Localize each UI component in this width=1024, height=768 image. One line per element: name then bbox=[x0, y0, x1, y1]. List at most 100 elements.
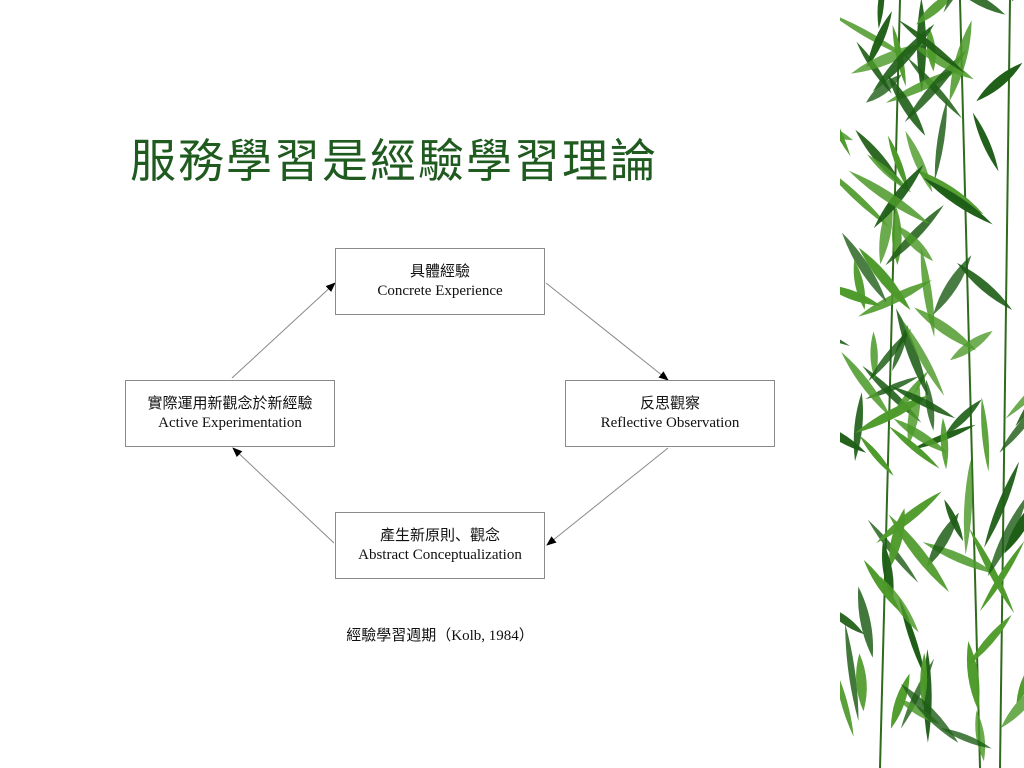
bamboo-leaf bbox=[880, 576, 919, 633]
bamboo-leaf bbox=[840, 605, 865, 635]
bamboo-leaf bbox=[858, 280, 933, 317]
bamboo-leaf bbox=[976, 62, 1023, 102]
bamboo-leaf bbox=[901, 683, 959, 743]
bamboo-leaf bbox=[841, 351, 891, 418]
bamboo-leaf bbox=[957, 262, 1013, 310]
bamboo-leaf bbox=[967, 614, 1012, 667]
bamboo-leaf bbox=[858, 247, 911, 311]
arrow-top-to-right bbox=[545, 282, 669, 381]
bamboo-leaf bbox=[975, 710, 986, 762]
node-zh-label: 實際運用新觀念於新經驗 bbox=[147, 395, 313, 412]
bamboo-leaf bbox=[984, 461, 1020, 548]
node-zh-label: 產生新原則、觀念 bbox=[379, 527, 500, 544]
bamboo-leaf bbox=[912, 45, 974, 80]
node-en-label: Reflective Observation bbox=[600, 414, 740, 431]
bamboo-leaf bbox=[840, 167, 890, 228]
arrow-right-to-bottom bbox=[546, 447, 669, 546]
bamboo-leaf bbox=[857, 586, 874, 658]
bamboo-leaf bbox=[981, 397, 990, 472]
bamboo-leaf bbox=[949, 20, 972, 102]
bamboo-leaf bbox=[867, 154, 912, 193]
node-en-label: Active Experimentation bbox=[158, 414, 302, 431]
node-zh-label: 具體經驗 bbox=[409, 263, 470, 280]
bamboo-leaf bbox=[1005, 349, 1024, 419]
bamboo-leaf bbox=[840, 284, 881, 306]
bamboo-leaf bbox=[840, 13, 912, 60]
bamboo-leaf bbox=[887, 135, 909, 191]
bamboo-leaf bbox=[896, 308, 929, 397]
bamboo-leaf bbox=[920, 246, 935, 337]
bamboo-leaf bbox=[933, 255, 972, 315]
node-abstract-conceptualization: 產生新原則、觀念 Abstract Conceptualization bbox=[335, 512, 545, 579]
bamboo-leaf bbox=[870, 331, 878, 380]
diagram-caption: 經驗學習週期（Kolb, 1984） bbox=[346, 628, 534, 644]
bamboo-leaf bbox=[972, 112, 999, 172]
bamboo-leaf bbox=[840, 666, 854, 737]
bamboo-leaf bbox=[873, 164, 924, 229]
bamboo-leaf bbox=[1015, 360, 1024, 427]
bamboo-leaf bbox=[944, 399, 982, 436]
bamboo-leaf bbox=[888, 514, 950, 593]
bamboo-stem bbox=[879, 0, 901, 768]
bamboo-leaf bbox=[898, 19, 965, 74]
bamboo-stem bbox=[959, 0, 981, 768]
bamboo-leaf bbox=[891, 386, 956, 419]
bamboo-leaf bbox=[877, 0, 885, 29]
node-en-label: Abstract Conceptualization bbox=[358, 546, 522, 563]
bamboo-leaf bbox=[987, 494, 1024, 577]
bamboo-leaf bbox=[859, 435, 894, 476]
bamboo-leaf bbox=[887, 75, 926, 136]
bamboo-leaf bbox=[840, 311, 850, 346]
bamboo-stem bbox=[999, 0, 1011, 768]
bamboo-leaf bbox=[1004, 496, 1024, 554]
bamboo-leaf bbox=[914, 307, 977, 351]
bamboo-leaf bbox=[979, 541, 1024, 612]
node-reflective-observation: 反思觀察 Reflective Observation bbox=[565, 380, 775, 447]
bamboo-leaf bbox=[885, 205, 944, 266]
bamboo-leaf bbox=[890, 673, 910, 729]
bamboo-leaf bbox=[934, 99, 947, 181]
bamboo-leaf bbox=[896, 225, 933, 262]
bamboo-leaf bbox=[872, 24, 935, 92]
bamboo-leaf bbox=[923, 177, 993, 225]
slide-title: 服務學習是經驗學習理論 bbox=[130, 134, 658, 188]
arrow-bottom-to-left bbox=[232, 447, 335, 544]
bamboo-leaf bbox=[856, 653, 867, 712]
bamboo-leaf bbox=[902, 319, 945, 396]
bamboo-leaf bbox=[885, 67, 963, 103]
bamboo-leaf bbox=[1011, 0, 1024, 2]
bamboo-leaf bbox=[876, 491, 942, 543]
bamboo-leaf bbox=[950, 0, 1006, 15]
bamboo-leaf bbox=[865, 376, 919, 400]
bamboo-leaf bbox=[966, 641, 980, 711]
node-zh-label: 反思觀察 bbox=[639, 395, 700, 412]
bamboo-leaf bbox=[841, 232, 887, 303]
bamboo-leaf bbox=[840, 85, 851, 157]
bamboo-leaf bbox=[898, 597, 926, 678]
bamboo-leaf bbox=[940, 417, 949, 470]
bamboo-leaf bbox=[845, 623, 859, 722]
bamboo-leaf bbox=[1000, 679, 1024, 728]
bamboo-leaf bbox=[920, 652, 928, 708]
bamboo-leaf bbox=[1016, 656, 1024, 704]
node-concrete-experience: 具體經驗 Concrete Experience bbox=[335, 248, 545, 315]
bamboo-leaf bbox=[840, 420, 867, 453]
bamboo-leaf bbox=[881, 541, 894, 601]
bamboo-leaf bbox=[916, 0, 956, 25]
bamboo-leaf bbox=[999, 400, 1024, 453]
bamboo-leaf bbox=[926, 512, 959, 568]
bamboo-leaf bbox=[866, 11, 892, 68]
bamboo-leaves-decoration bbox=[840, 0, 1024, 768]
bamboo-leaf bbox=[944, 499, 964, 542]
node-en-label: Concrete Experience bbox=[377, 282, 503, 299]
bamboo-leaf bbox=[892, 324, 909, 371]
bamboo-leaf bbox=[963, 459, 973, 555]
bamboo-leaf bbox=[889, 508, 905, 569]
bamboo-leaf bbox=[893, 418, 948, 454]
bamboo-leaf bbox=[888, 426, 940, 469]
bamboo-leaf bbox=[940, 727, 992, 749]
node-active-experimentation: 實際運用新觀念於新經驗 Active Experimentation bbox=[125, 380, 335, 447]
arrow-left-to-top bbox=[231, 282, 336, 379]
bamboo-leaf bbox=[848, 170, 930, 225]
